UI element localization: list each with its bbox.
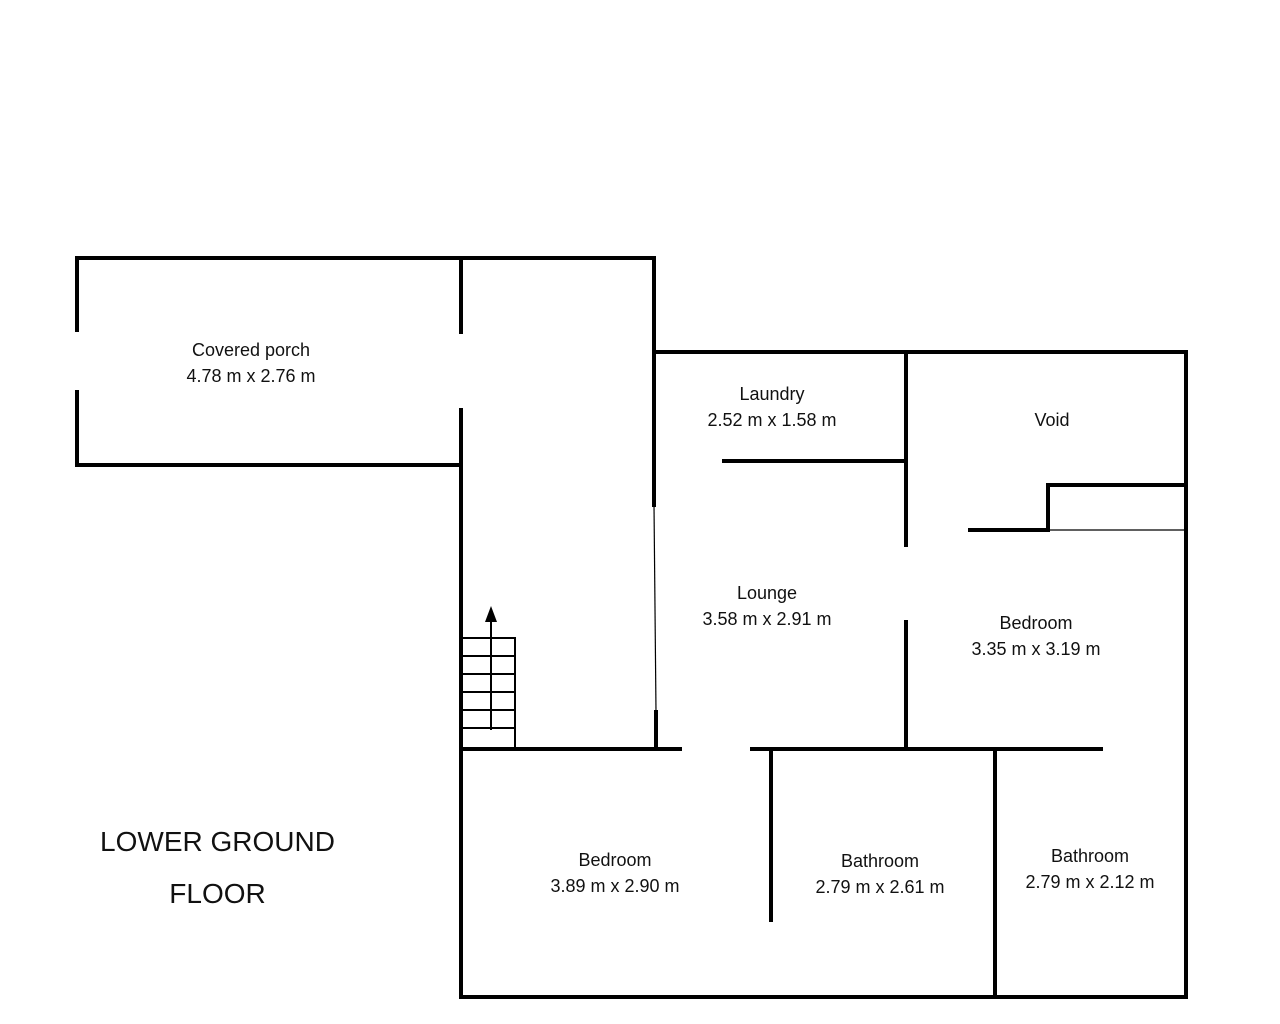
room-name: Lounge [737, 583, 797, 603]
room-dims: 3.58 m x 2.91 m [702, 609, 831, 629]
room-name: Covered porch [192, 340, 310, 360]
room-name: Void [1034, 410, 1069, 430]
room-dims: 2.79 m x 2.61 m [815, 877, 944, 897]
arrow-up-icon [485, 606, 497, 622]
room-name: Bathroom [1051, 846, 1129, 866]
room-name: Bathroom [841, 851, 919, 871]
room-name: Bedroom [999, 613, 1072, 633]
room-labels: Covered porch 4.78 m x 2.76 m Laundry 2.… [186, 340, 1154, 897]
room-name: Laundry [739, 384, 804, 404]
wall-thin [653, 504, 657, 713]
room-dims: 2.79 m x 2.12 m [1025, 872, 1154, 892]
floor-title: LOWER GROUND FLOOR [80, 816, 355, 920]
room-name: Bedroom [578, 850, 651, 870]
room-dims: 3.89 m x 2.90 m [550, 876, 679, 896]
room-dims: 2.52 m x 1.58 m [707, 410, 836, 430]
floor-title-line: LOWER GROUND [100, 826, 335, 857]
staircase [461, 606, 516, 749]
room-dims: 4.78 m x 2.76 m [186, 366, 315, 386]
room-dims: 3.35 m x 3.19 m [971, 639, 1100, 659]
floor-title-line: FLOOR [169, 878, 266, 909]
